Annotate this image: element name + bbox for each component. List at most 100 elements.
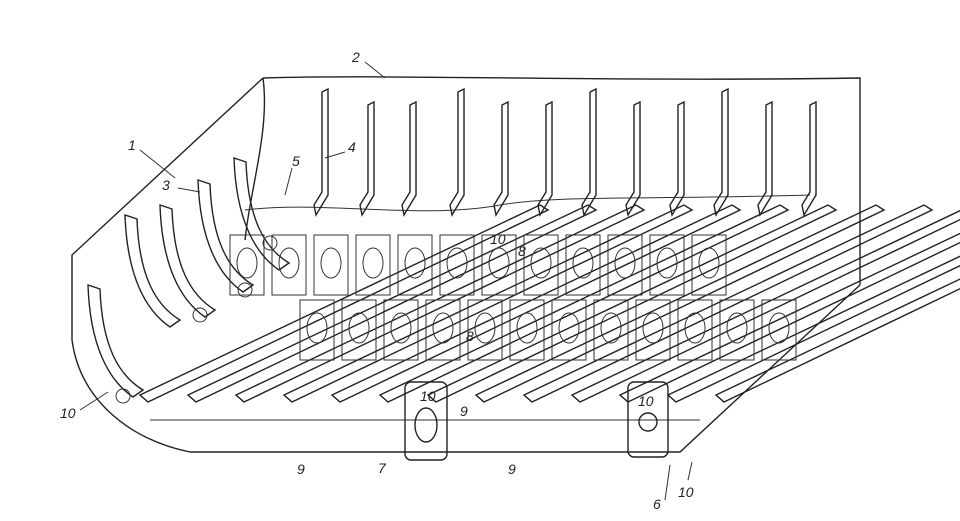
lightening-hole (432, 312, 454, 344)
bracket-hole (262, 235, 278, 251)
bracket-hole (192, 307, 208, 323)
lightening-hole (516, 312, 538, 344)
lightening-hole (414, 407, 438, 443)
label-9: 9 (297, 461, 305, 477)
lightening-hole (404, 247, 426, 279)
longitudinal (378, 204, 790, 403)
floor-plate (481, 234, 517, 296)
inner-shell-edge (244, 77, 266, 241)
side-frame (625, 100, 641, 217)
label-9: 9 (508, 461, 516, 477)
label-6: 6 (653, 496, 661, 512)
label-10: 10 (60, 405, 76, 421)
lightening-hole (320, 247, 342, 279)
lightening-hole (348, 312, 370, 344)
floor-plate (271, 234, 307, 296)
lightening-hole (656, 247, 678, 279)
longitudinal (426, 204, 838, 403)
side-frame (449, 87, 465, 217)
longitudinal (714, 278, 960, 403)
floor-plate (355, 234, 391, 296)
floors-group (115, 234, 797, 461)
lightening-hole (488, 247, 510, 279)
lightening-hole (306, 312, 328, 344)
callout-labels: 1 2 3 4 5 10 8 8 9 10 10 9 7 9 6 10 10 (60, 49, 694, 512)
floor-plate (229, 234, 265, 296)
label-8: 8 (518, 243, 526, 259)
shell-contour (71, 77, 861, 453)
label-4: 4 (348, 139, 356, 155)
floor-plate (607, 234, 643, 296)
longitudinal (234, 204, 646, 403)
bilge-frame (159, 204, 217, 318)
lightening-hole (642, 312, 664, 344)
deck-edge (244, 194, 811, 212)
label-10: 10 (678, 484, 694, 500)
floor-plate (425, 299, 461, 361)
floor-plate (299, 299, 335, 361)
side-frame (757, 100, 773, 217)
lightening-hole (362, 247, 384, 279)
bilge-frame (87, 284, 145, 398)
label-9: 9 (460, 403, 468, 419)
lightening-hole (726, 312, 748, 344)
side-frame (801, 100, 817, 217)
label-10: 10 (490, 231, 506, 247)
lightening-hole (600, 312, 622, 344)
floor-plate (551, 299, 587, 361)
side-frame (669, 100, 685, 217)
bilge-frame (197, 179, 255, 293)
floor-plate (397, 234, 433, 296)
floor-plate (719, 299, 755, 361)
longitudinal (330, 204, 742, 403)
lightening-hole (698, 247, 720, 279)
longitudinal (570, 209, 960, 403)
label-8: 8 (466, 328, 474, 344)
longitudinal (618, 232, 960, 403)
bracket-hole (115, 388, 131, 404)
lightening-hole (474, 312, 496, 344)
longitudinal (666, 255, 960, 403)
side-frame (359, 100, 375, 217)
floor-plate (509, 299, 545, 361)
longitudinal (474, 204, 886, 403)
floor-plate (691, 234, 727, 296)
lightening-hole (572, 247, 594, 279)
lightening-hole (684, 312, 706, 344)
frames-group (87, 87, 817, 398)
hull-outline (71, 76, 861, 453)
lightening-hole (390, 312, 412, 344)
side-frame (713, 87, 729, 217)
longitudinals-group (138, 204, 960, 403)
floor-plate-highlight (627, 381, 669, 458)
floor-plate (761, 299, 797, 361)
bilge-frame (124, 214, 182, 328)
floor-plate (467, 299, 503, 361)
floor-plate (383, 299, 419, 361)
floor-plate (523, 234, 559, 296)
label-5: 5 (292, 153, 300, 169)
lightening-hole (530, 247, 552, 279)
floor-plate (565, 234, 601, 296)
shell-top-edge (262, 76, 861, 285)
floor-plate (593, 299, 629, 361)
lightening-hole (236, 247, 258, 279)
longitudinal (522, 204, 934, 403)
label-7: 7 (378, 460, 387, 476)
floor-plate (649, 234, 685, 296)
floor-plate (635, 299, 671, 361)
label-2: 2 (351, 49, 360, 65)
floor-plate-highlight (404, 381, 448, 461)
floor-plate (341, 299, 377, 361)
longitudinal (186, 204, 598, 403)
lightening-hole (614, 247, 636, 279)
side-frame (493, 100, 509, 217)
lightening-hole (638, 412, 658, 432)
label-1: 1 (128, 137, 136, 153)
label-10: 10 (420, 388, 436, 404)
floor-plate (439, 234, 475, 296)
lightening-hole (446, 247, 468, 279)
side-frame (537, 100, 553, 217)
